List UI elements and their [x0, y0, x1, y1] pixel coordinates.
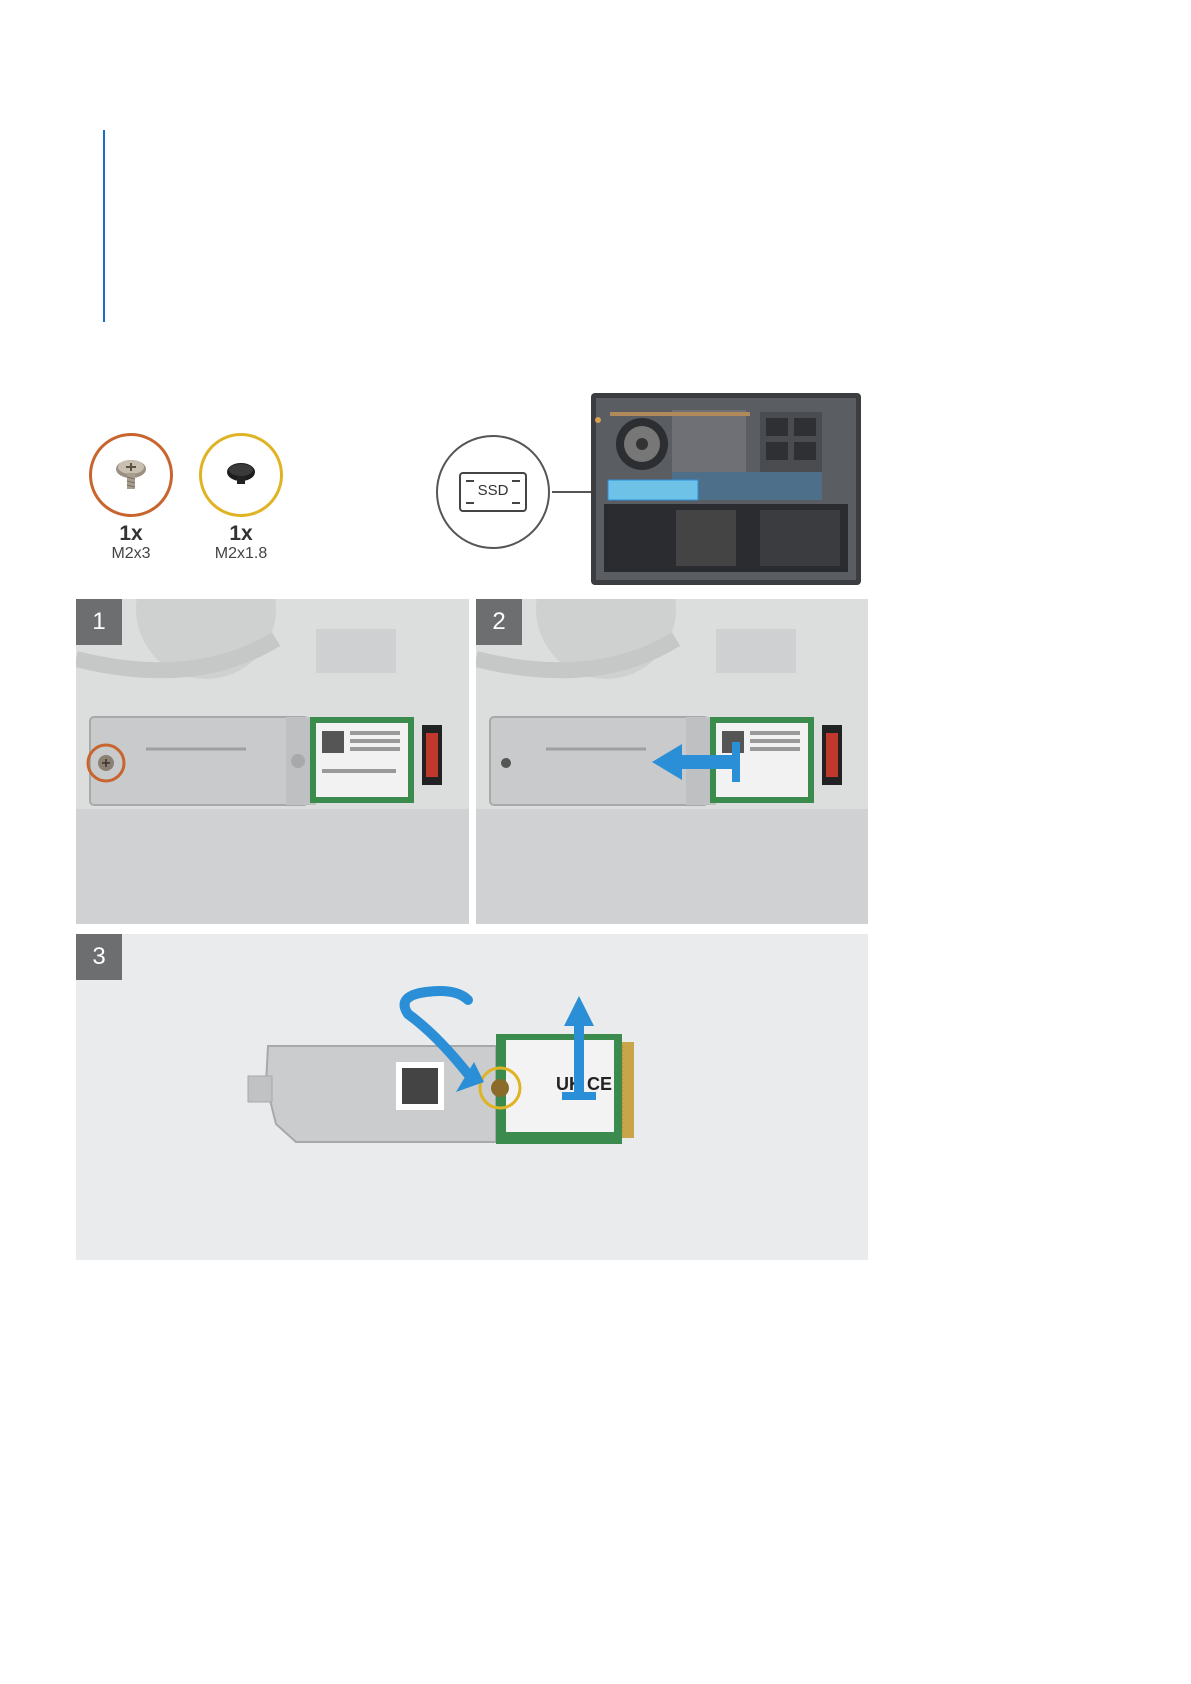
screw-quantity: 1x — [86, 523, 176, 545]
step-number-badge: 2 — [476, 599, 522, 645]
screw-quantity: 1x — [196, 523, 286, 545]
step-number-badge: 1 — [76, 599, 122, 645]
screw-legend-m2x1-8: 1x M2x1.8 — [196, 433, 286, 563]
phillips-screw-icon — [89, 433, 173, 517]
section-accent-bar — [103, 130, 105, 322]
screw-size-label: M2x3 — [86, 545, 176, 563]
step-3-panel: UK CE 3 — [76, 934, 868, 1260]
black-screw-icon — [199, 433, 283, 517]
step-2-panel: 2 — [476, 599, 868, 924]
svg-text:UK CE: UK CE — [556, 1074, 612, 1094]
laptop-overview-image — [590, 392, 862, 586]
step-1-panel: 1 — [76, 599, 469, 924]
ssd-locator-callout: SSD — [434, 433, 552, 551]
screw-legend-m2x3: 1x M2x3 — [86, 433, 176, 563]
screw-size-label: M2x1.8 — [196, 545, 286, 563]
ssd-label: SSD — [434, 482, 552, 499]
step-number-badge: 3 — [76, 934, 122, 980]
